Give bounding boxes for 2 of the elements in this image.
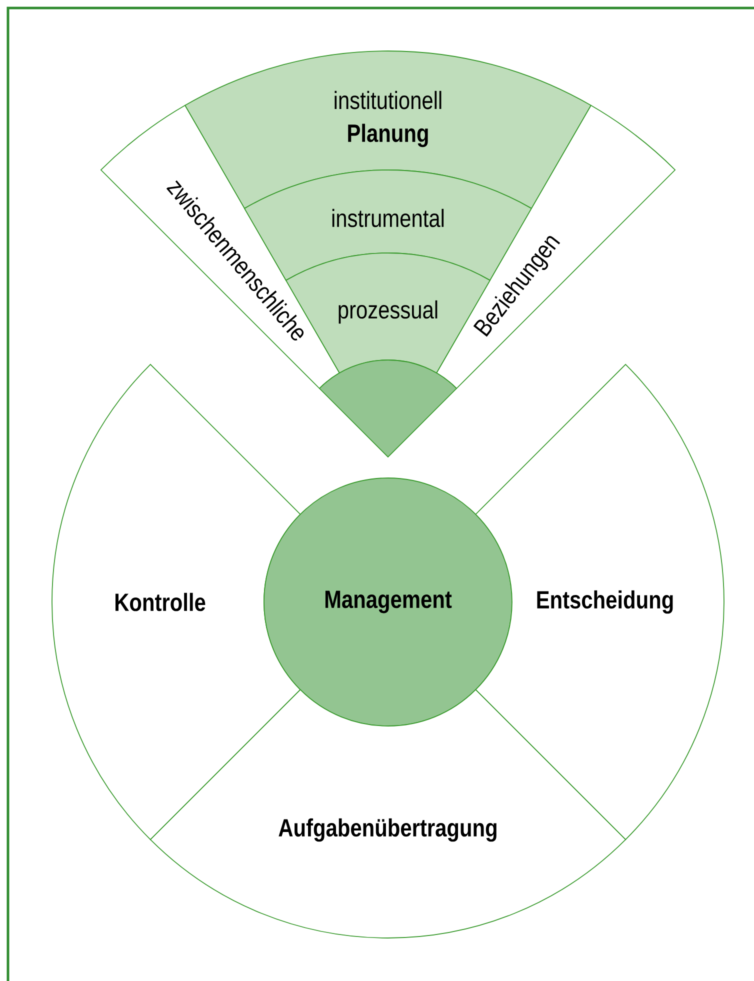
core-sector: [318, 360, 458, 458]
ring-segment: Aufgabenübertragung: [150, 689, 626, 938]
